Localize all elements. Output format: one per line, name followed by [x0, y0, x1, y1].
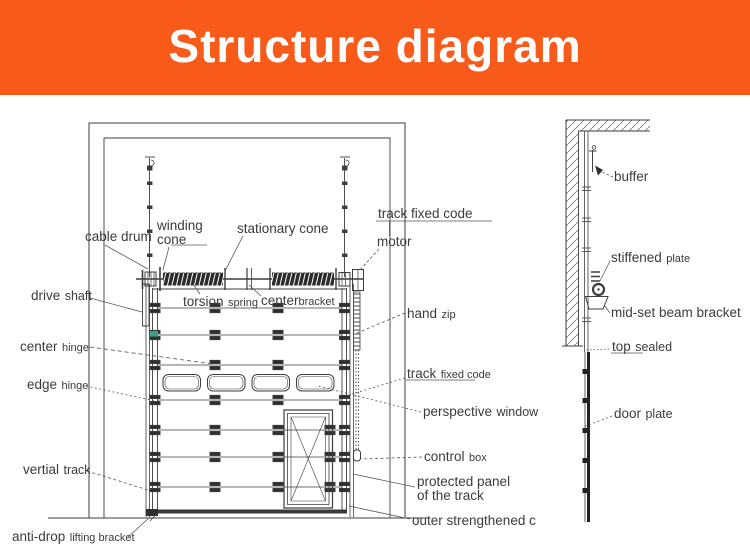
label-perspective-window: perspective window — [423, 404, 539, 419]
anti-drop-bracket — [146, 509, 158, 521]
label-motor: motor — [377, 234, 412, 249]
label-stiffened-plate: stiffened plate — [611, 250, 691, 265]
mid-set-beam-bracket-element — [586, 284, 609, 309]
label-anti-drop-lifting-bracket: anti-drop lifting bracket — [12, 529, 135, 544]
lifting-cables — [145, 157, 350, 277]
label-vertial-track: vertial track — [23, 462, 91, 477]
header-banner: Structure diagram — [0, 0, 750, 95]
green-clip — [150, 331, 158, 337]
hand-chain — [354, 292, 361, 461]
front-view-drawing — [48, 123, 428, 521]
pass-door — [284, 410, 333, 508]
vertical-tracks — [146, 284, 354, 517]
label-center-hinge: center hinge — [20, 339, 89, 354]
torsion-shaft-assembly — [136, 267, 364, 326]
label-hand-zip: hand zip — [407, 306, 456, 321]
label-top-sealed: top sealed — [612, 339, 673, 354]
torsion-spring-right — [270, 268, 336, 290]
label-outer-strengthened: outer strengthened c — [412, 513, 536, 528]
side-track — [582, 131, 591, 352]
door-plate-element — [582, 352, 589, 522]
label-buffer: buffer — [614, 169, 649, 184]
label-stationary-cone: stationary cone — [237, 221, 329, 236]
label-control-box: control box — [424, 449, 487, 464]
perspective-windows — [163, 375, 334, 392]
door-panels — [153, 288, 347, 514]
wall-frame — [48, 123, 428, 518]
motor — [339, 270, 364, 291]
label-edge-hinge: edge hinge — [27, 377, 89, 392]
label-mid-set-beam-bracket: mid-set beam bracket — [611, 305, 741, 320]
leader-lines — [86, 165, 643, 538]
side-view-drawing — [562, 120, 650, 522]
stiffened-plate-element — [591, 272, 600, 281]
label-drive-shaft: drive shaft — [31, 288, 92, 303]
label-track-fixed-code-top: track fixed code — [378, 206, 473, 221]
buffer-element — [589, 146, 597, 172]
wall-hatch — [562, 120, 650, 346]
stationary-cone-center-bracket — [247, 268, 252, 290]
label-door-plate: door plate — [614, 406, 673, 421]
torsion-spring-left — [163, 268, 225, 290]
label-center-bracket: centerbracket — [261, 293, 335, 308]
hinges — [149, 302, 350, 493]
label-track-fixed-code-mid: track fixed code — [407, 366, 491, 381]
page-title: Structure diagram — [168, 20, 582, 72]
label-cable-drum: cable drum — [85, 229, 152, 244]
label-torsion-spring: torsion spring — [183, 294, 258, 309]
